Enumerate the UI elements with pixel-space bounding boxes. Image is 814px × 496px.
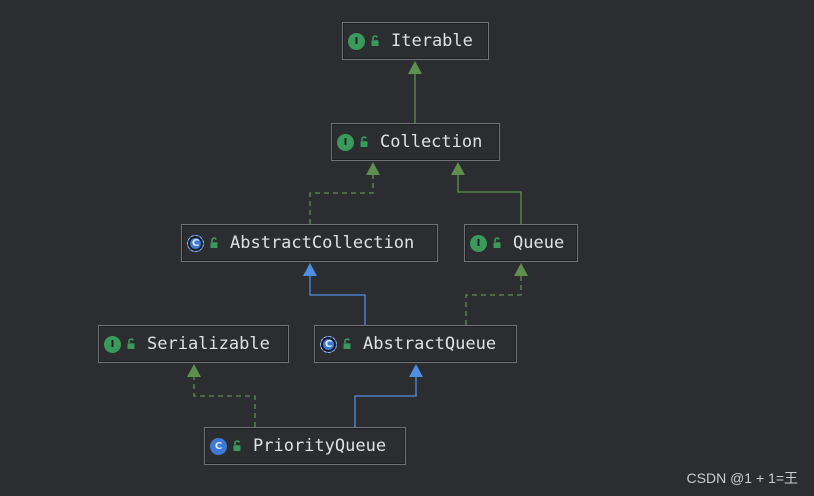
unlock-icon [210, 237, 218, 248]
interface-icon: I [337, 133, 354, 151]
arrowhead [408, 61, 422, 74]
edge-abstract-collection-to-collection [309, 162, 380, 224]
unlock-icon [371, 35, 379, 46]
class-icon: C [210, 437, 227, 455]
edge-priority-queue-to-abstract-queue [354, 364, 423, 427]
edge-collection-to-iterable [408, 61, 422, 123]
interface-icon: I [470, 234, 487, 252]
arrowhead [303, 263, 317, 276]
unlock-icon [493, 237, 501, 248]
node-serializable[interactable]: I Serializable [98, 325, 289, 363]
arrowhead [514, 263, 528, 276]
edge-abstract-queue-to-abstract-collection [303, 263, 366, 325]
node-label: AbstractQueue [363, 334, 497, 354]
node-priority-queue[interactable]: C PriorityQueue [204, 427, 406, 465]
arrowhead [187, 364, 201, 377]
arrowhead [409, 364, 423, 377]
node-label: Iterable [391, 31, 473, 51]
interface-icon: I [348, 32, 365, 50]
node-label: AbstractCollection [230, 233, 415, 253]
node-label: PriorityQueue [253, 436, 387, 456]
unlock-icon [233, 440, 241, 451]
edge-priority-queue-to-serializable [187, 364, 256, 427]
edge-queue-to-collection [451, 162, 522, 224]
node-queue[interactable]: I Queue [464, 224, 578, 262]
watermark: CSDN @1 + 1=王 [686, 470, 798, 486]
arrowhead [366, 162, 380, 175]
edge-abstract-queue-to-queue [465, 263, 528, 325]
abstract-class-icon: C [320, 335, 337, 353]
node-iterable[interactable]: I Iterable [342, 22, 489, 60]
node-label: Serializable [147, 334, 270, 354]
interface-icon: I [104, 335, 121, 353]
node-collection[interactable]: I Collection [331, 123, 500, 161]
abstract-class-icon: C [187, 234, 204, 252]
node-abstract-collection[interactable]: C AbstractCollection [181, 224, 438, 262]
unlock-icon [360, 136, 368, 147]
unlock-icon [127, 338, 135, 349]
node-label: Collection [380, 132, 483, 152]
node-abstract-queue[interactable]: C AbstractQueue [314, 325, 517, 363]
unlock-icon [343, 338, 351, 349]
arrowhead [451, 162, 465, 175]
node-label: Queue [513, 233, 565, 253]
